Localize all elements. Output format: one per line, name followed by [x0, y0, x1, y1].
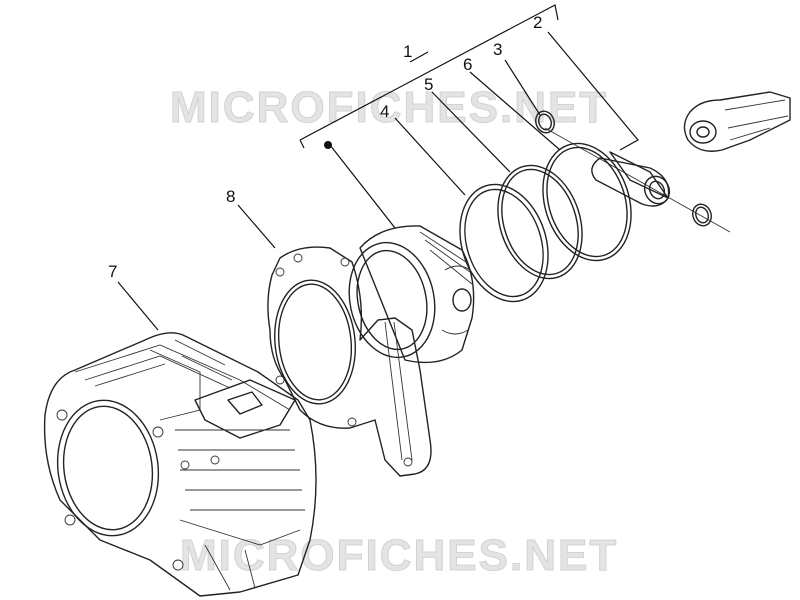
leader-4	[394, 117, 466, 196]
leader-5	[431, 91, 511, 173]
leader-6	[469, 71, 561, 151]
callout-2: 2	[533, 13, 542, 32]
callout-8: 8	[226, 187, 235, 206]
bracket-1	[299, 4, 559, 141]
watermark-bottom: MICROFICHES.NET	[180, 531, 618, 580]
leader-dot	[329, 144, 396, 229]
callout-1: 1	[403, 42, 412, 61]
piston-ring-4	[459, 183, 549, 303]
callout-4: 4	[380, 102, 389, 121]
leader-lines	[117, 4, 731, 331]
callout-7: 7	[108, 262, 117, 281]
callout-5: 5	[424, 75, 433, 94]
callout-6: 6	[463, 55, 472, 74]
circlip-bottom	[692, 203, 712, 227]
leader-8	[237, 204, 276, 249]
leader-2	[547, 31, 639, 151]
cylinder-base-gasket	[267, 246, 432, 477]
piston-ring-5	[497, 164, 583, 280]
callout-3: 3	[493, 40, 502, 59]
piston-ring-6	[542, 142, 632, 262]
watermark-top: MICROFICHES.NET	[170, 83, 608, 132]
piston-pin	[591, 151, 671, 207]
connecting-rod	[683, 91, 791, 152]
cylinder-barrel	[43, 332, 317, 597]
leader-7	[117, 281, 159, 331]
piston	[348, 225, 475, 364]
kit-bullet-marker	[324, 141, 332, 149]
leader-3	[504, 59, 541, 116]
circlip-top	[535, 110, 555, 134]
